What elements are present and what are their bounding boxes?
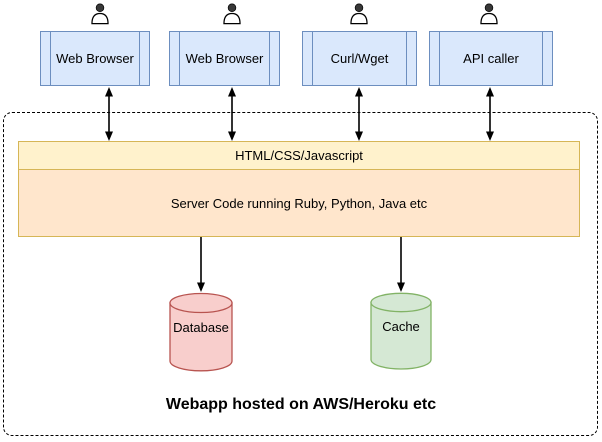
client-box-label: API caller (463, 51, 519, 66)
cache-label: Cache (382, 319, 420, 334)
frontend-layer: HTML/CSS/Javascript (18, 141, 580, 170)
cache-cylinder-icon: Cache (370, 292, 432, 370)
bidirectional-arrow (483, 87, 497, 141)
client-box-label: Web Browser (185, 51, 264, 66)
frontend-layer-label: HTML/CSS/Javascript (235, 148, 363, 163)
down-arrow (394, 237, 408, 292)
user-icon (221, 2, 243, 25)
down-arrow (194, 237, 208, 292)
user-icon (348, 2, 370, 25)
client-box-curl-wget: Curl/Wget (302, 31, 417, 86)
database-label: Database (173, 320, 229, 335)
server-layer: Server Code running Ruby, Python, Java e… (18, 169, 580, 237)
bidirectional-arrow (102, 87, 116, 141)
database-cylinder-icon: Database (169, 292, 233, 372)
bidirectional-arrow (225, 87, 239, 141)
user-icon (89, 2, 111, 25)
server-layer-label: Server Code running Ruby, Python, Java e… (170, 195, 428, 211)
bidirectional-arrow (352, 87, 366, 141)
client-box-web-browser-2: Web Browser (169, 31, 280, 86)
webapp-boundary (3, 112, 598, 436)
client-box-web-browser-1: Web Browser (40, 31, 150, 86)
client-box-label: Curl/Wget (330, 51, 389, 66)
user-icon (478, 2, 500, 25)
diagram-caption: Webapp hosted on AWS/Heroku etc (165, 396, 437, 413)
client-box-label: Web Browser (56, 51, 134, 66)
client-box-api-caller: API caller (429, 31, 553, 86)
